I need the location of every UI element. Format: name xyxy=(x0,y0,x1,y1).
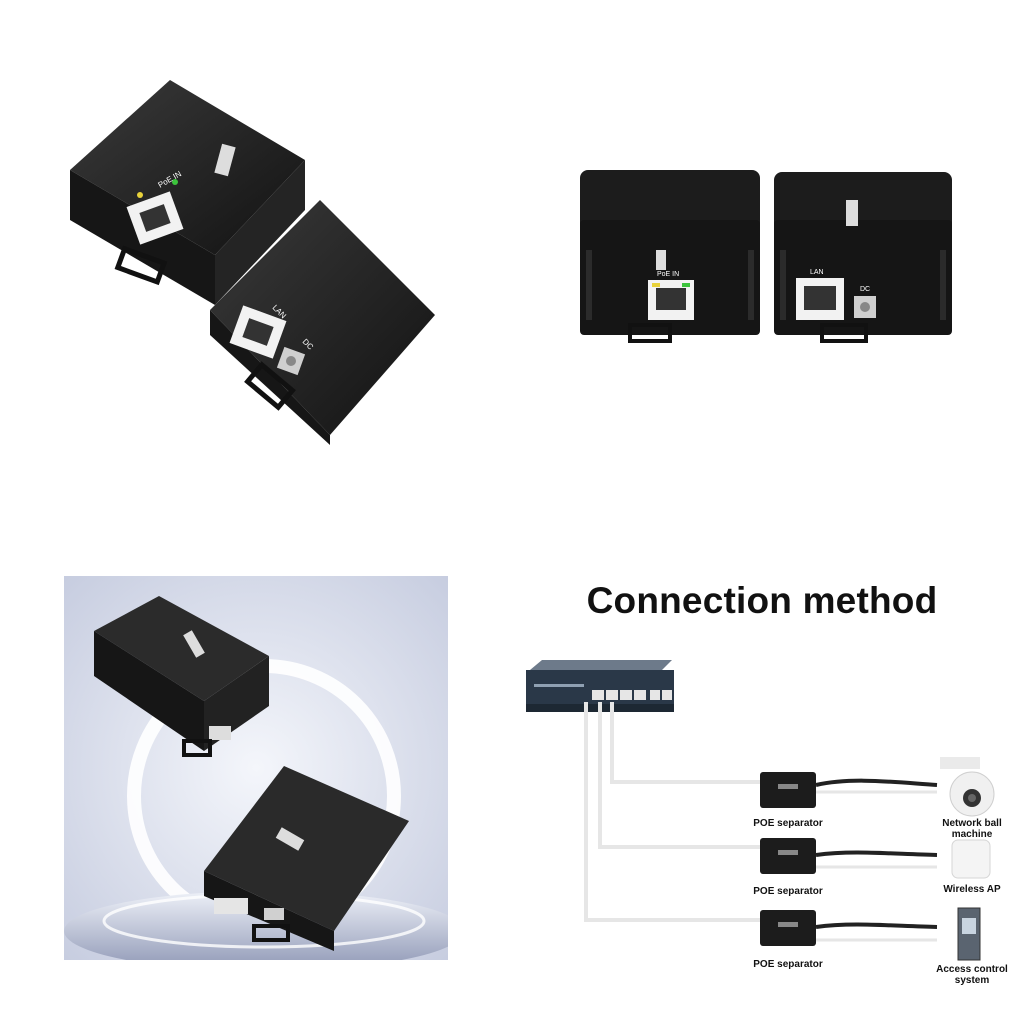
rj45-port xyxy=(209,726,231,740)
switch-port xyxy=(592,690,604,700)
poe-splitter-device-lower: LAN DC xyxy=(210,200,435,445)
poe-in-label: PoE IN xyxy=(657,271,679,278)
wireless-ap xyxy=(951,839,991,879)
brand-label-sticker xyxy=(656,250,666,270)
ethernet-cable xyxy=(584,702,762,922)
ethernet-cable xyxy=(598,702,762,849)
separator-label: POE separator xyxy=(753,886,823,897)
front-view-product-photo: PoE IN LAN DC xyxy=(560,150,980,370)
switch-port xyxy=(650,690,660,700)
status-led-green xyxy=(172,179,178,185)
device-label-access-control-system: Access control system xyxy=(936,964,1008,986)
poe-splitter-device-standing xyxy=(204,766,409,951)
switch-port xyxy=(620,690,632,700)
mounting-bracket xyxy=(244,361,296,411)
power-cable xyxy=(815,922,938,929)
device-label-network-ball-machine: Network ball machine xyxy=(942,818,1002,840)
angled-devices-illustration: PoE IN LAN DC xyxy=(70,80,435,445)
poe-separator-3 xyxy=(760,910,816,946)
separator-label: POE separator xyxy=(753,959,823,970)
mounting-bracket xyxy=(820,323,868,343)
switch-port xyxy=(606,690,618,700)
brand-label-sticker xyxy=(846,200,858,226)
dc-label: DC xyxy=(860,286,870,293)
power-cable xyxy=(815,778,938,787)
poe-separator-2 xyxy=(760,838,816,874)
poe-separator-1 xyxy=(760,772,816,808)
front-view-devices-illustration: PoE IN LAN DC xyxy=(580,170,952,343)
poe-splitter-device-left: PoE IN xyxy=(580,170,760,343)
separator-label: POE separator xyxy=(753,818,823,829)
rj45-port-lan xyxy=(214,898,248,914)
switch-port xyxy=(662,690,672,700)
mounting-bracket xyxy=(182,739,212,757)
connection-title: Connection method xyxy=(586,580,938,621)
poe-splitter-device-floating xyxy=(94,596,269,757)
angled-product-photo: PoE IN LAN DC xyxy=(40,50,460,470)
status-led-yellow xyxy=(652,283,660,287)
access-control-panel xyxy=(957,907,981,961)
ethernet-cable xyxy=(610,702,762,784)
brand-label-sticker xyxy=(275,827,305,851)
studio-scene-illustration xyxy=(64,576,448,960)
power-cable xyxy=(815,850,938,857)
mounting-bracket xyxy=(628,323,672,343)
device-label-wireless-ap: Wireless AP xyxy=(943,884,1001,895)
switch-port xyxy=(634,690,646,700)
studio-product-photo xyxy=(64,576,448,960)
connection-method-diagram: Connection method xyxy=(512,572,1012,1002)
network-ball-camera xyxy=(940,757,995,817)
poe-splitter-device-right: LAN DC xyxy=(774,172,952,343)
brand-label-sticker xyxy=(183,630,205,658)
mounting-bracket xyxy=(114,245,168,286)
brand-label-sticker xyxy=(214,143,236,177)
poe-splitter-device-upper: PoE IN xyxy=(70,80,305,305)
status-led-green xyxy=(682,283,690,287)
status-led-yellow xyxy=(137,192,143,198)
lan-label: LAN xyxy=(810,269,824,276)
mounting-bracket xyxy=(252,924,290,942)
connection-diagram-graphic xyxy=(526,660,995,961)
dc-power-jack xyxy=(264,908,284,920)
